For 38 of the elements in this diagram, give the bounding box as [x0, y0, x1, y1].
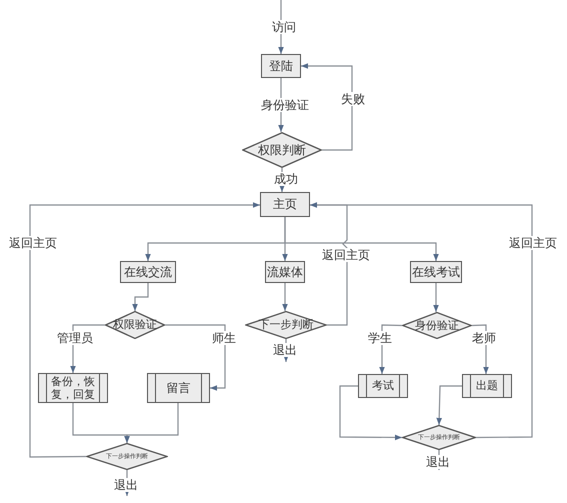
arrow	[433, 283, 439, 312]
decision-diamond: 下一步判断	[245, 311, 327, 339]
decision-diamond: 权限判断	[242, 132, 322, 168]
process-box: 流媒体	[265, 261, 305, 283]
arrow	[29, 202, 260, 458]
edge-label: 退出	[425, 455, 451, 470]
edge-label: 老师	[471, 331, 497, 346]
arrow	[132, 283, 149, 311]
decision-diamond: 权限验证	[105, 311, 165, 339]
predefined-process-box: 考试	[358, 374, 408, 398]
edge-label: 学生	[367, 331, 393, 346]
process-box: 主页	[260, 192, 310, 217]
predefined-process-box: 备份，恢复，回复	[38, 373, 108, 403]
process-box: 在线交流	[120, 261, 176, 283]
edge-label: 返回主页	[8, 236, 58, 250]
predefined-process-box: 出题	[462, 374, 512, 398]
arrow	[124, 403, 179, 443]
arrow	[282, 283, 288, 311]
arrow	[165, 324, 226, 391]
edge-label: 管理员	[56, 331, 94, 346]
edge-label: 成功	[273, 172, 299, 186]
edge-label: 退出	[272, 343, 298, 358]
arrow	[284, 217, 439, 261]
edge-label: 返回主页	[508, 236, 558, 250]
arrow	[310, 202, 533, 438]
arrow	[436, 385, 462, 426]
decision-diamond: 身份验证	[402, 312, 472, 339]
edge-label: 退出	[113, 478, 139, 492]
predefined-process-box: 留言	[147, 373, 210, 403]
arrow	[339, 385, 402, 440]
process-box: 在线考试	[410, 261, 462, 283]
edge-label: 访问	[271, 20, 297, 34]
edge-label: 师生	[211, 331, 237, 346]
arrow	[301, 63, 353, 151]
edge-label: 失败	[340, 92, 366, 106]
edge-label: 返回主页	[321, 248, 371, 262]
process-box: 登陆	[261, 54, 301, 78]
edge-label: 身份验证	[260, 98, 310, 112]
